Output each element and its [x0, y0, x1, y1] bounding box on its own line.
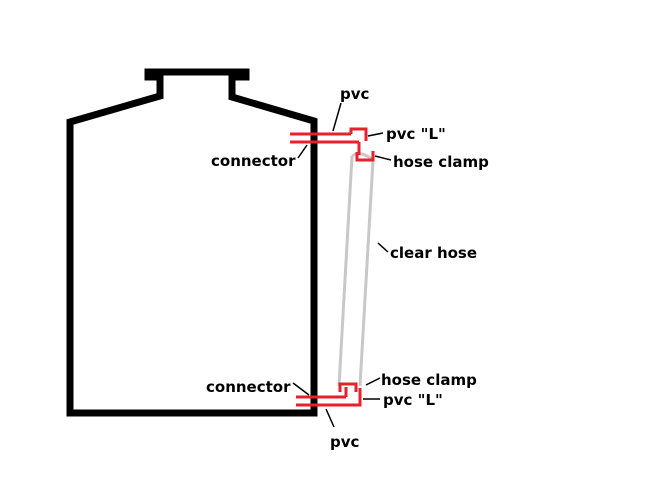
clear-hose	[337, 152, 375, 387]
pvc-pipe-top	[290, 132, 359, 144]
label-pvc-bottom: pvc	[330, 433, 359, 451]
leader-pvc-l-top	[367, 132, 384, 137]
leader-pvc-top	[332, 102, 342, 132]
label-hose-clamp-top: hose clamp	[393, 153, 489, 171]
hose-clamp-bottom	[338, 382, 358, 392]
pvc-pipe-bottom	[296, 395, 353, 407]
label-connector-top: connector	[211, 152, 296, 170]
tank-outline	[66, 68, 318, 417]
label-pvc-l-bottom: pvc "L"	[383, 391, 443, 409]
leader-hose-clamp-top	[374, 155, 392, 161]
leader-connector-top	[297, 144, 308, 159]
pvc-l-bottom	[344, 387, 362, 407]
leader-connector-bottom	[292, 382, 310, 396]
leader-pvc-bottom	[325, 408, 335, 428]
hose-clamp-top	[355, 151, 375, 162]
label-pvc-l-top: pvc "L"	[386, 125, 446, 143]
leader-hose-clamp-bottom	[365, 377, 381, 386]
label-hose-clamp-bottom: hose clamp	[381, 371, 477, 389]
label-connector-bottom: connector	[206, 378, 291, 396]
leader-clear-hose	[377, 242, 389, 253]
pvc-l-top	[349, 127, 368, 155]
label-pvc-top: pvc	[340, 85, 369, 103]
label-clear-hose: clear hose	[390, 244, 477, 262]
